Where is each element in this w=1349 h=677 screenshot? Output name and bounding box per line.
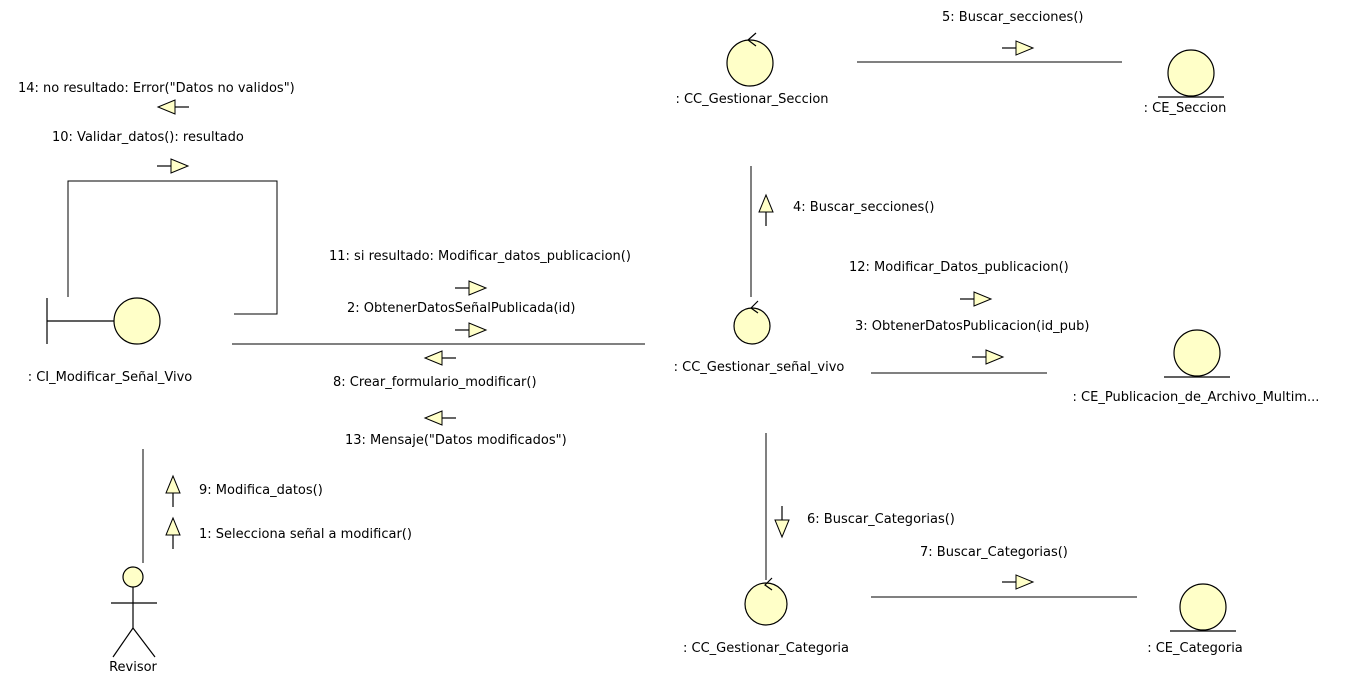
arrow-m4 — [758, 193, 774, 226]
arrow-m3 — [972, 349, 1005, 365]
arrow-m13 — [423, 410, 456, 426]
message-13: 13: Mensaje("Datos modificados") — [345, 433, 567, 448]
arrow-m7 — [1002, 574, 1035, 590]
actor-label: Revisor — [109, 660, 157, 675]
message-7: 7: Buscar_Categorias() — [920, 545, 1068, 560]
links — [67, 61, 1137, 598]
actor-revisor[interactable] — [111, 566, 157, 658]
ce-seccion-label: : CE_Seccion — [1144, 101, 1227, 116]
cc-categoria-label: : CC_Gestionar_Categoria — [683, 641, 849, 656]
object-labels: : CI_Modificar_Señal_Vivo Revisor : CC_G… — [28, 92, 1320, 675]
entity-ce-seccion[interactable] — [1158, 49, 1224, 98]
control-cc-categoria[interactable] — [744, 577, 788, 626]
arrow-m5 — [1002, 40, 1035, 56]
control-arrow — [750, 300, 759, 314]
message-1: 1: Selecciona señal a modificar() — [199, 527, 412, 542]
boundary-label: : CI_Modificar_Señal_Vivo — [28, 370, 193, 385]
message-10: 10: Validar_datos(): resultado — [52, 130, 244, 145]
entity-ce-publicacion[interactable] — [1164, 329, 1230, 378]
entity-circle — [1167, 49, 1215, 97]
entity-circle — [1173, 329, 1221, 377]
control-circle — [733, 307, 771, 345]
arrow-m14 — [156, 99, 189, 115]
control-circle — [726, 39, 774, 87]
self-link-boundary[interactable] — [67, 180, 278, 315]
message-6: 6: Buscar_Categorias() — [807, 512, 955, 527]
message-4: 4: Buscar_secciones() — [793, 200, 934, 215]
actor-head — [122, 566, 144, 588]
arrow-m12 — [960, 291, 993, 307]
arrow-m6 — [774, 506, 790, 539]
message-5: 5: Buscar_secciones() — [942, 10, 1083, 25]
message-14: 14: no resultado: Error("Datos no valido… — [18, 81, 295, 96]
arrow-m8 — [423, 350, 456, 366]
arrow-m2 — [455, 322, 488, 338]
message-3: 3: ObtenerDatosPublicacion(id_pub) — [855, 319, 1089, 334]
arrow-m11 — [455, 280, 488, 296]
entity-circle — [1179, 583, 1227, 631]
control-arrow — [764, 577, 773, 591]
boundary-circle — [113, 297, 161, 345]
control-arrow — [747, 32, 757, 47]
message-arrows — [156, 40, 1035, 590]
control-circle — [744, 582, 788, 626]
message-2: 2: ObtenerDatosSeñalPublicada(id) — [347, 301, 575, 316]
control-cc-seccion[interactable] — [726, 32, 774, 87]
entity-ce-categoria[interactable] — [1170, 583, 1236, 632]
arrow-m9 — [165, 474, 181, 507]
arrow-m1 — [165, 516, 181, 549]
actor-leg-right — [132, 627, 156, 658]
ce-publicacion-label: : CE_Publicacion_de_Archivo_Multim... — [1073, 390, 1320, 405]
message-11: 11: si resultado: Modificar_datos_public… — [329, 249, 631, 264]
control-cc-senal[interactable] — [733, 300, 771, 345]
cc-seccion-label: : CC_Gestionar_Seccion — [675, 92, 828, 107]
message-8: 8: Crear_formulario_modificar() — [333, 375, 537, 390]
boundary-object[interactable] — [46, 297, 161, 345]
cc-senal-label: : CC_Gestionar_señal_vivo — [674, 360, 845, 375]
message-labels: 14: no resultado: Error("Datos no valido… — [18, 10, 1089, 560]
actor-leg-left — [112, 627, 134, 658]
message-12: 12: Modificar_Datos_publicacion() — [849, 260, 1069, 275]
arrow-m10 — [157, 158, 190, 174]
message-9: 9: Modifica_datos() — [199, 483, 323, 498]
ce-categoria-label: : CE_Categoria — [1147, 641, 1243, 656]
